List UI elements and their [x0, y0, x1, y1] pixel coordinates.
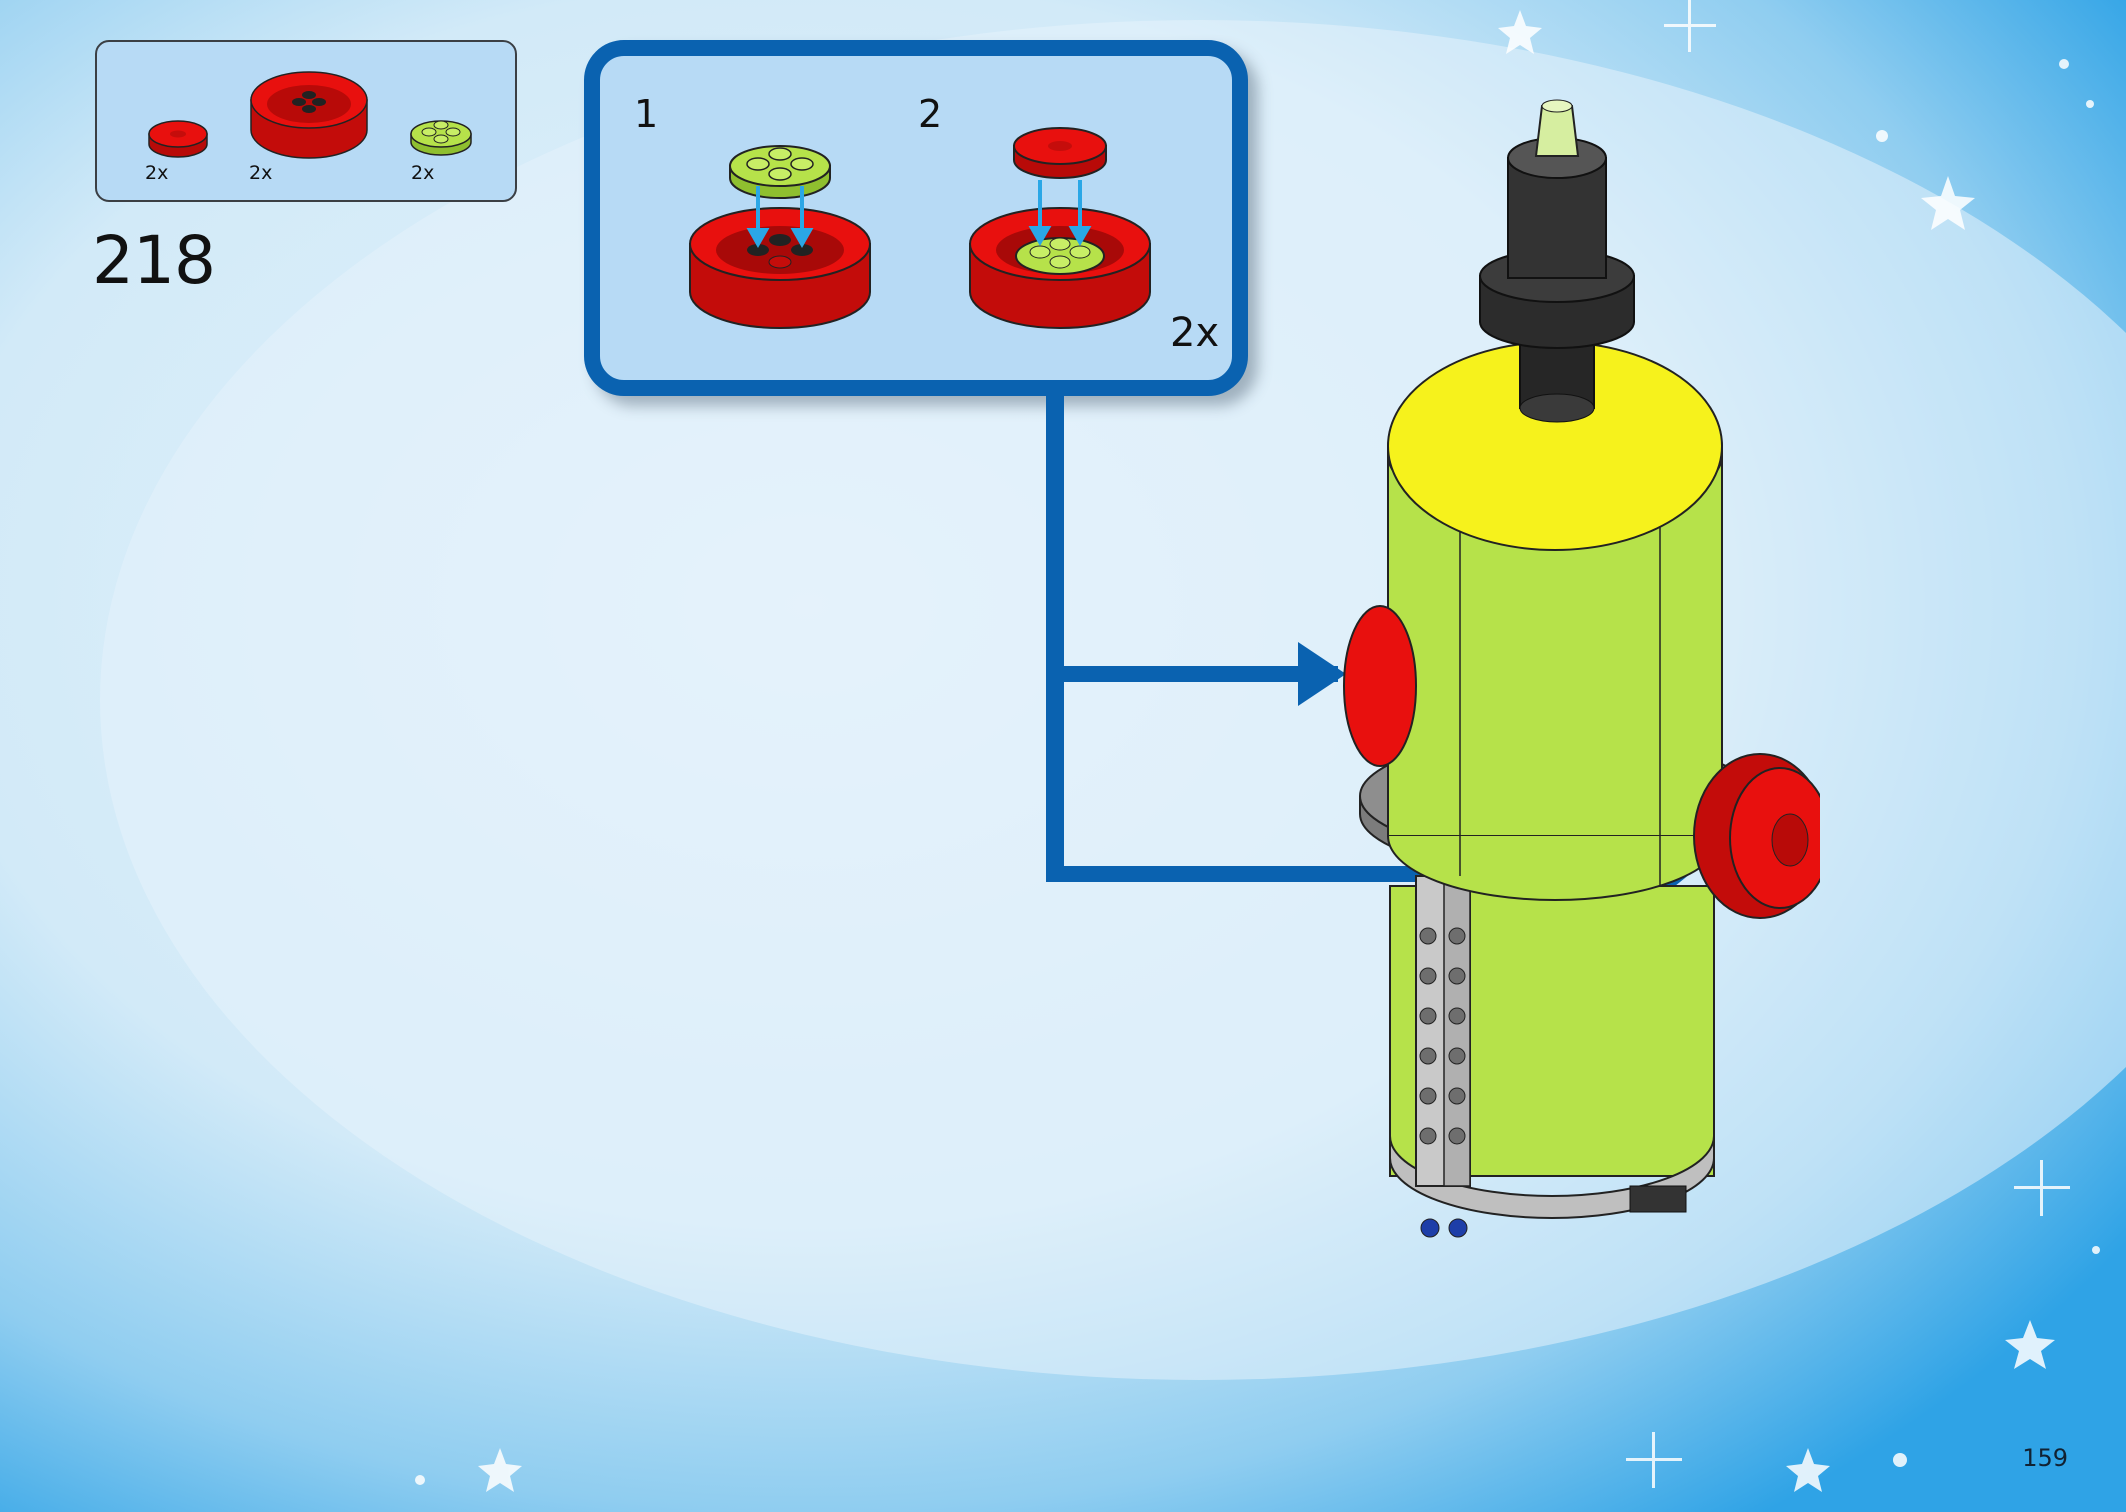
- subassembly-callout: 1 2: [584, 40, 1248, 396]
- red-round-brick-4x4-icon: [250, 71, 368, 159]
- step-number: 218: [92, 222, 216, 299]
- parts-list-box: 2x 2x 2x: [95, 40, 517, 202]
- part-qty: 2x: [145, 162, 169, 184]
- sparkle-star-icon: [478, 1448, 522, 1492]
- substep-number: 2: [918, 92, 943, 136]
- placement-arrows: [1046, 396, 1690, 896]
- red-round-tile-2x2-icon: [148, 120, 208, 158]
- part-qty: 2x: [249, 162, 273, 184]
- lime-round-plate-2x2-icon: [410, 120, 472, 156]
- substep-number: 1: [634, 92, 659, 136]
- arrow-head-icon: [1298, 642, 1346, 706]
- sparkle-star-icon: [1498, 10, 1542, 54]
- callout-multiplier: 2x: [1170, 310, 1220, 356]
- substep-1-illustration: [689, 145, 871, 329]
- part-qty: 2x: [411, 162, 435, 184]
- substep-2-illustration: [969, 127, 1151, 329]
- sparkle-star-icon: [2005, 1320, 2055, 1369]
- sparkle-star-icon: [1786, 1448, 1830, 1492]
- model-assembly-illustration: [1343, 99, 1820, 1238]
- page-number: 159: [2022, 1444, 2068, 1472]
- sparkle-star-icon: [1921, 176, 1975, 230]
